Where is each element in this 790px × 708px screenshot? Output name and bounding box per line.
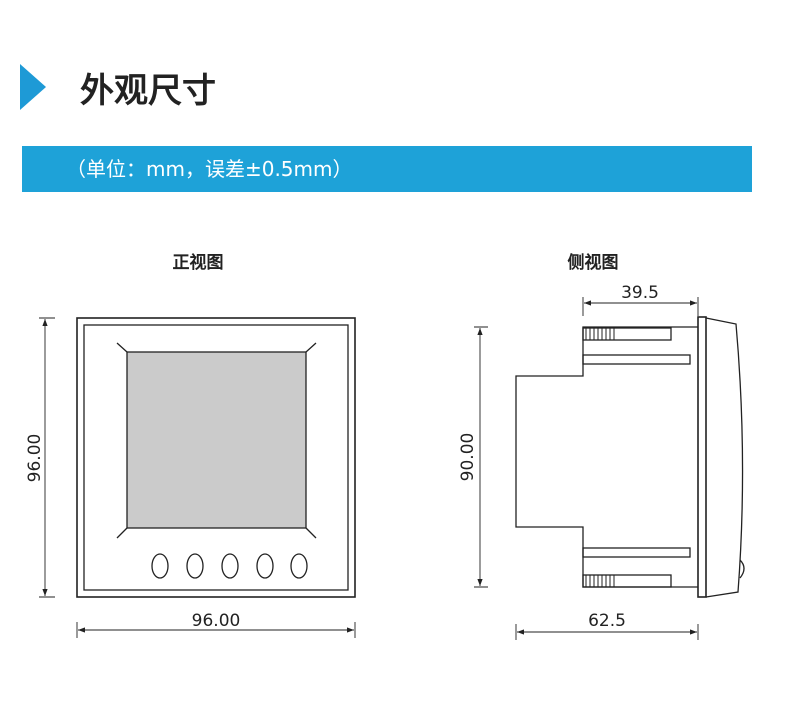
button bbox=[290, 553, 308, 579]
total-depth-label: 62.5 bbox=[588, 611, 626, 631]
side-view-label: 侧视图 bbox=[568, 252, 619, 273]
rear-depth-label: 39.5 bbox=[621, 283, 659, 303]
section-title: 外观尺寸 bbox=[80, 70, 216, 111]
front-dimensions bbox=[39, 317, 356, 638]
front-height-label: 96.00 bbox=[25, 434, 45, 483]
front-view-label: 正视图 bbox=[173, 252, 224, 273]
button bbox=[221, 553, 239, 579]
side-dimensions bbox=[474, 297, 699, 640]
side-view bbox=[515, 316, 745, 598]
button bbox=[151, 553, 169, 579]
display-screen bbox=[126, 351, 307, 529]
front-view bbox=[76, 317, 356, 598]
unit-note-banner: （单位：mm，误差±0.5mm） bbox=[22, 146, 752, 192]
button bbox=[256, 553, 274, 579]
button bbox=[186, 553, 204, 579]
side-height-label: 90.00 bbox=[458, 433, 478, 482]
chevron-right-icon bbox=[20, 64, 46, 110]
section-header: 外观尺寸 bbox=[20, 62, 216, 112]
front-width-label: 96.00 bbox=[192, 611, 241, 631]
